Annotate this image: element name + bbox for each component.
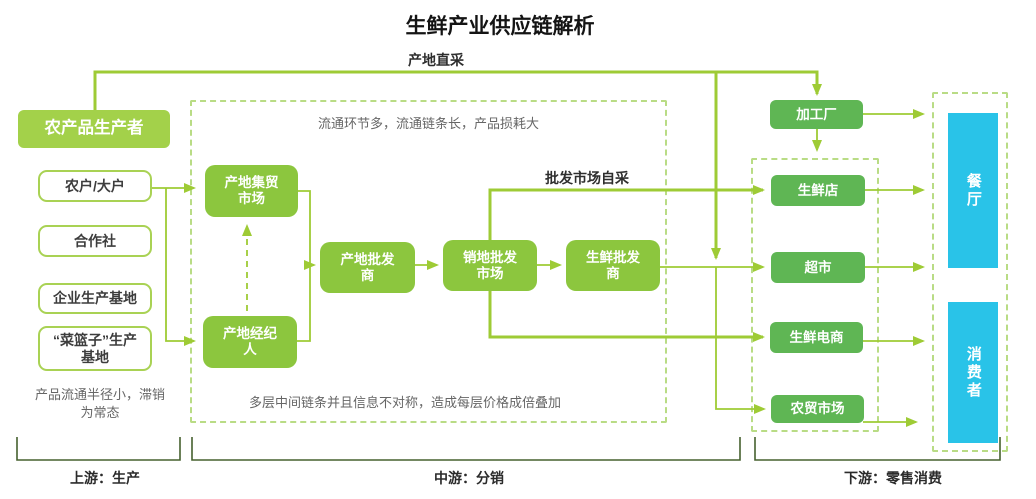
node-destination-wholesale-market: 销地批发市场 xyxy=(443,240,537,291)
upstream-bracket xyxy=(16,437,181,461)
producer-node-enterprise-base: 企业生产基地 xyxy=(38,283,152,314)
node-origin-wholesaler: 产地批发商 xyxy=(320,242,415,293)
producer-header-node: 农产品生产者 xyxy=(18,110,170,148)
midstream-note-top: 流通环节多，流通链条长，产品损耗大 xyxy=(317,116,539,131)
midstream-note-bottom: 多层中间链条并且信息不对称，造成每层价格成倍叠加 xyxy=(248,395,561,410)
producer-node-basket-base: “菜篮子”生产基地 xyxy=(38,326,152,371)
node-restaurant: 餐厅 xyxy=(948,113,998,268)
node-farmers-market: 农贸市场 xyxy=(771,395,864,423)
section-label-upstream: 上游：生产 xyxy=(70,470,140,486)
node-fresh-wholesaler: 生鲜批发商 xyxy=(566,240,660,291)
label-wholesale-self-pickup: 批发市场自采 xyxy=(545,170,629,186)
section-label-midstream: 中游：分销 xyxy=(434,470,504,486)
midstream-bracket xyxy=(191,437,741,461)
producer-node-cooperative: 合作社 xyxy=(38,225,152,257)
node-origin-broker: 产地经纪人 xyxy=(203,316,297,368)
producer-node-farmers: 农户/大户 xyxy=(38,170,152,202)
node-consumer: 消费者 xyxy=(948,302,998,443)
node-fresh-store: 生鲜店 xyxy=(771,175,865,206)
section-label-downstream: 下游：零售消费 xyxy=(844,470,942,486)
upstream-note: 产品流通半径小，滞销为常态 xyxy=(34,387,165,420)
label-direct-sourcing: 产地直采 xyxy=(408,52,464,68)
node-fresh-ecommerce: 生鲜电商 xyxy=(770,322,863,353)
node-origin-market: 产地集贸市场 xyxy=(205,165,298,217)
node-supermarket: 超市 xyxy=(771,252,865,283)
page-title: 生鲜产业供应链解析 xyxy=(405,15,595,38)
node-processing-plant: 加工厂 xyxy=(770,100,863,129)
